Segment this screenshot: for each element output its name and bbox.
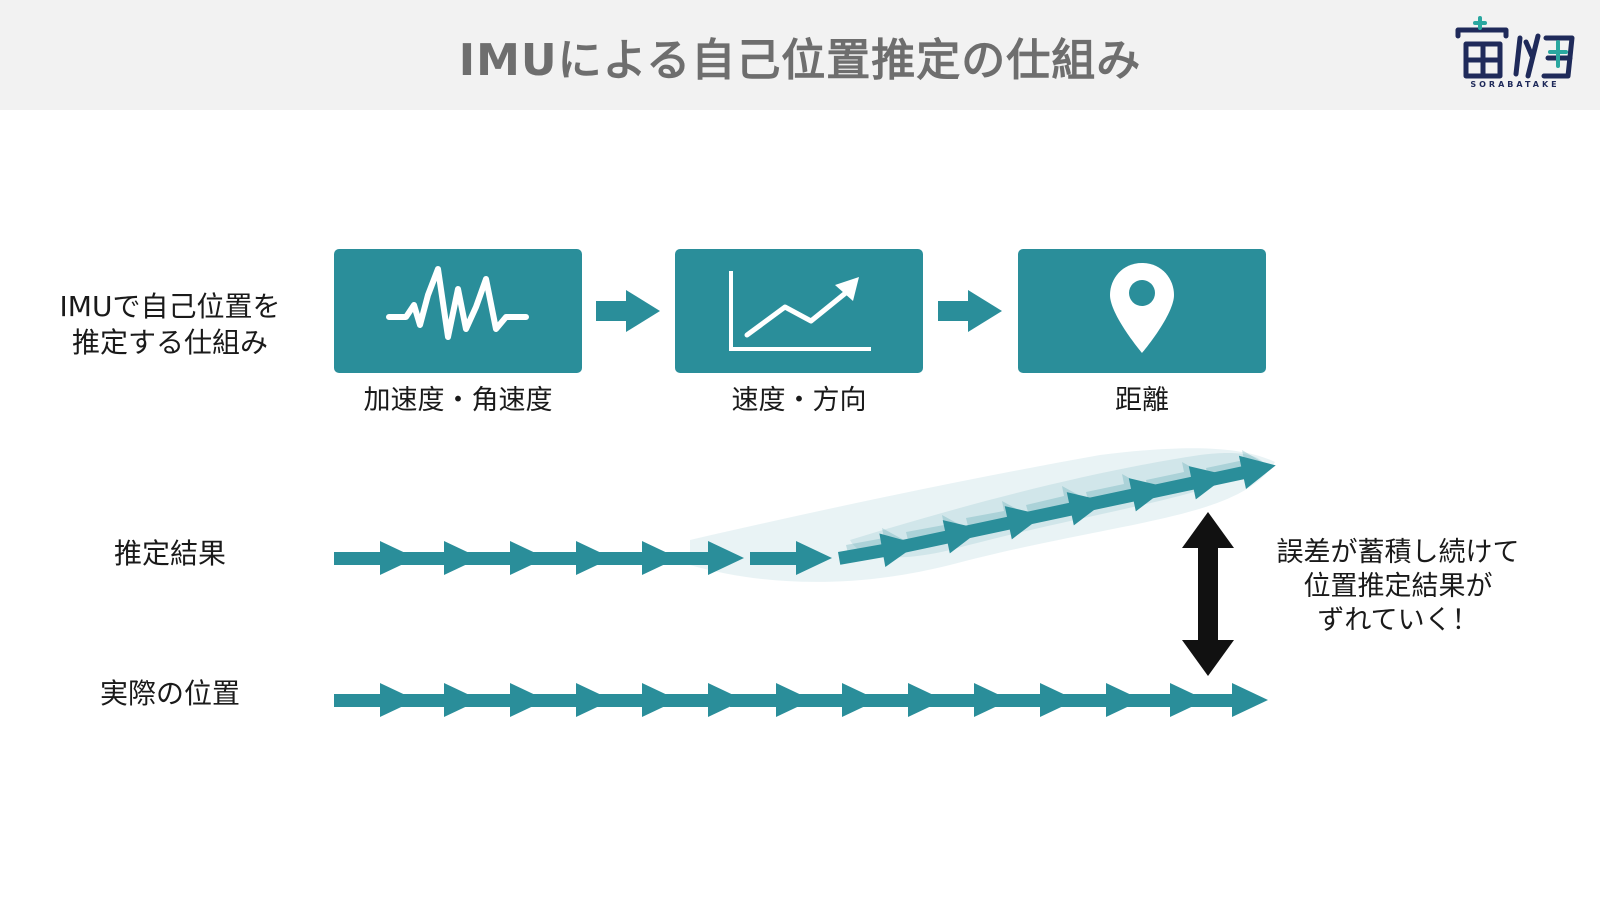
- actual-arrow: [862, 683, 944, 717]
- estimate-label: 推定結果: [113, 537, 226, 570]
- waveform-icon: [386, 266, 529, 340]
- estimate-arrow: [464, 541, 546, 575]
- actual-position-label: 実際の位置: [99, 677, 240, 710]
- mechanism-label-line2: 推定する仕組み: [71, 326, 268, 359]
- estimate-arrows: [334, 541, 832, 575]
- actual-arrow: [596, 683, 678, 717]
- actual-arrow: [398, 683, 480, 717]
- mechanism-label: IMUで自己位置を 推定する仕組み: [15, 289, 325, 361]
- drift-haze-inner: [850, 453, 1265, 558]
- drifting-arrow: [838, 533, 918, 568]
- error-double-arrow: [1182, 512, 1234, 676]
- sorabatake-logo-icon: [1455, 16, 1575, 79]
- drifting-arrows: [838, 455, 1276, 568]
- drift-trail: [846, 450, 1262, 556]
- actual-arrow: [464, 683, 546, 717]
- error-note-line2: 位置推定結果が: [1303, 571, 1493, 602]
- drifting-arrow: [902, 520, 982, 554]
- drifting-arrow: [1026, 492, 1106, 526]
- error-note-line1: 誤差が蓄積し続けて: [1276, 537, 1520, 568]
- flow-arrow-1: [596, 290, 660, 332]
- flow-box-acceleration: [334, 249, 582, 373]
- actual-arrow: [334, 683, 416, 717]
- actual-arrow: [1186, 683, 1268, 717]
- estimate-arrow: [334, 541, 416, 575]
- drift-haze: [690, 448, 1275, 582]
- header-bar: IMUによる自己位置推定の仕組み SORABATAKE: [0, 0, 1600, 110]
- page-title: IMUによる自己位置推定の仕組み: [458, 35, 1142, 86]
- location-pin-icon: [1110, 263, 1174, 353]
- flow-label-velocity: 速度・方向: [731, 385, 867, 416]
- estimate-arrow: [398, 541, 480, 575]
- mechanism-label-line1: IMUで自己位置を: [59, 290, 281, 323]
- actual-arrow: [796, 683, 878, 717]
- rising-chart-icon: [729, 271, 871, 351]
- actual-arrow: [530, 683, 612, 717]
- estimate-arrow: [750, 541, 832, 575]
- drifting-arrow: [964, 506, 1044, 540]
- flow-box-velocity: [675, 249, 923, 373]
- actual-arrows: [334, 683, 1268, 717]
- actual-arrow: [994, 683, 1076, 717]
- drifting-arrow: [1206, 455, 1276, 490]
- flow-arrow-2: [938, 290, 1002, 332]
- actual-arrow: [662, 683, 744, 717]
- actual-arrow: [1060, 683, 1142, 717]
- estimate-arrow: [530, 541, 612, 575]
- flow-label-acceleration: 加速度・角速度: [363, 385, 553, 416]
- error-note-line3: ずれていく！: [1317, 605, 1479, 636]
- flow-box-distance: [1018, 249, 1266, 373]
- drifting-arrow: [1148, 466, 1228, 500]
- estimate-arrow: [662, 541, 744, 575]
- drifting-arrow: [1088, 478, 1168, 512]
- actual-arrow: [928, 683, 1010, 717]
- actual-arrow: [730, 683, 812, 717]
- estimate-arrow: [596, 541, 678, 575]
- flow-label-distance: 距離: [1115, 385, 1169, 416]
- logo-text: SORABATAKE: [1470, 80, 1560, 89]
- error-note: 誤差が蓄積し続けて 位置推定結果が ずれていく！: [1238, 536, 1558, 638]
- actual-arrow: [1124, 683, 1206, 717]
